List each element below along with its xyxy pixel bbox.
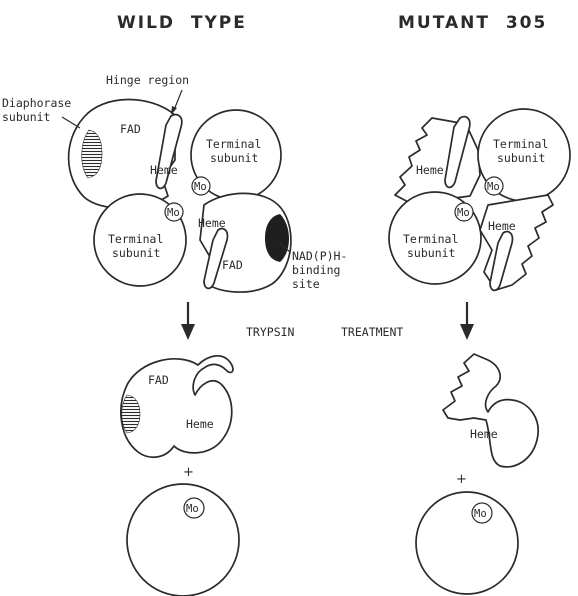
mutant-product-fragment — [443, 354, 538, 467]
mutant-product-mo-label: Mo — [474, 508, 487, 520]
nadph-label-line1: NAD(P)H- — [292, 249, 347, 263]
mutant-product-terminal-circle — [416, 492, 518, 594]
wt-product-heme-label: Heme — [186, 417, 214, 431]
mutant-down-arrowhead — [460, 324, 474, 340]
nadph-label-line3: site — [292, 277, 320, 291]
wt-down-arrowhead — [181, 324, 195, 340]
treatment-label: TREATMENT — [341, 325, 403, 339]
diaphorase-label-line2: subunit — [2, 110, 50, 124]
wt-terminal-label-bottom-line2: subunit — [112, 246, 160, 260]
wt-mo-label-top: Mo — [194, 181, 207, 193]
trypsin-label: TRYPSIN — [246, 325, 295, 339]
wild-type-complex — [69, 99, 291, 292]
wt-fad-label-bottom: FAD — [222, 258, 243, 272]
mutant-mo-label-top: Mo — [487, 181, 500, 193]
nadph-label-line2: binding — [292, 263, 340, 277]
diaphorase-pointer — [62, 117, 80, 128]
wild-type-title: WILD TYPE — [117, 13, 247, 33]
mutant-heme-label-bottom: Heme — [488, 219, 516, 233]
wt-product-fad-label: FAD — [148, 373, 169, 387]
wt-heme-label-bottom: Heme — [198, 216, 226, 230]
wt-mo-label-bottom: Mo — [167, 207, 180, 219]
hinge-region-pointer — [174, 90, 182, 110]
mutant-terminal-label-bottom-line2: subunit — [407, 246, 455, 260]
wt-terminal-label-top-line2: subunit — [210, 151, 258, 165]
wt-heme-label-top: Heme — [150, 163, 178, 177]
wt-terminal-label-bottom-line1: Terminal — [108, 232, 163, 246]
mutant-plus-sign: + — [456, 472, 467, 487]
wt-product-terminal-circle — [127, 484, 239, 596]
mutant-terminal-label-bottom-line1: Terminal — [403, 232, 458, 246]
wt-terminal-label-top-line1: Terminal — [206, 137, 261, 151]
mutant-heme-label-top: Heme — [416, 163, 444, 177]
mutant-terminal-label-top-line1: Terminal — [493, 137, 548, 151]
diaphorase-label-line1: Diaphorase — [2, 96, 71, 110]
wt-plus-sign: + — [183, 465, 194, 480]
mutant-terminal-label-top-line2: subunit — [497, 151, 545, 165]
mutant-mo-label-bottom: Mo — [457, 207, 470, 219]
mutant-product-heme-label: Heme — [470, 427, 498, 441]
wt-product-mo-label: Mo — [186, 503, 199, 515]
wt-fad-label-top: FAD — [120, 122, 141, 136]
mutant-305-title: MUTANT 305 — [398, 13, 547, 33]
hinge-region-label: Hinge region — [106, 73, 189, 87]
